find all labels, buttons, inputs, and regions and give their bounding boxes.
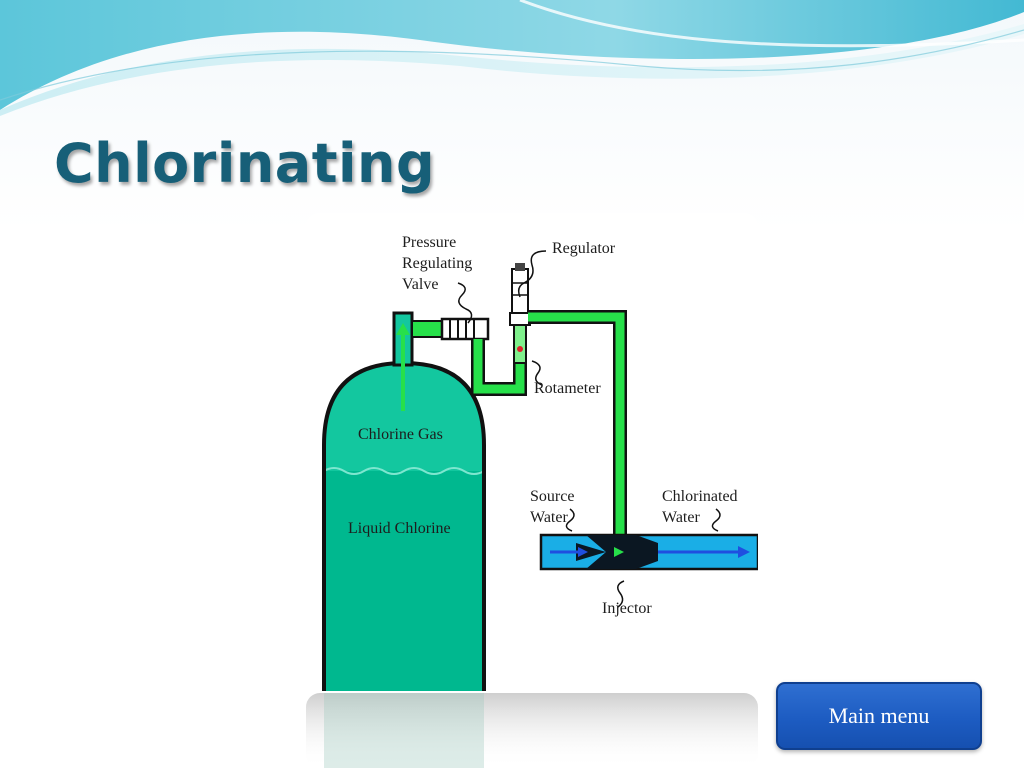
label-pressure-line-3: Valve bbox=[402, 276, 438, 293]
diagram-reflection bbox=[306, 693, 758, 768]
label-source-line-1: Source bbox=[530, 488, 574, 505]
label-pressure-line-2: Regulating bbox=[402, 255, 472, 272]
label-chlorinated-line-1: Chlorinated bbox=[662, 488, 738, 505]
slide-title: Chlorinating bbox=[54, 132, 436, 195]
label-chlorinated-line-2: Water bbox=[662, 509, 700, 526]
label-injector: Injector bbox=[602, 600, 652, 617]
label-chlorine-gas: Chlorine Gas bbox=[358, 426, 443, 443]
header-wave-decoration bbox=[0, 0, 1024, 116]
label-liquid-chlorine: Liquid Chlorine bbox=[348, 520, 451, 537]
label-regulator: Regulator bbox=[552, 240, 616, 257]
liquid-surface bbox=[323, 467, 485, 475]
main-menu-button[interactable]: Main menu bbox=[776, 682, 982, 750]
chlorinator-diagram: Pressure Regulating Valve Regulator Rota… bbox=[306, 213, 758, 691]
chlorinator-diagram-svg: Pressure Regulating Valve Regulator Rota… bbox=[322, 234, 758, 691]
regulator-body bbox=[511, 268, 529, 316]
label-source-line-2: Water bbox=[530, 509, 568, 526]
rotameter-float bbox=[517, 346, 523, 352]
rotameter-tube bbox=[513, 320, 527, 364]
liquid-chlorine-region bbox=[324, 471, 484, 691]
label-rotameter: Rotameter bbox=[534, 380, 601, 397]
label-pressure-line-1: Pressure bbox=[402, 234, 456, 251]
